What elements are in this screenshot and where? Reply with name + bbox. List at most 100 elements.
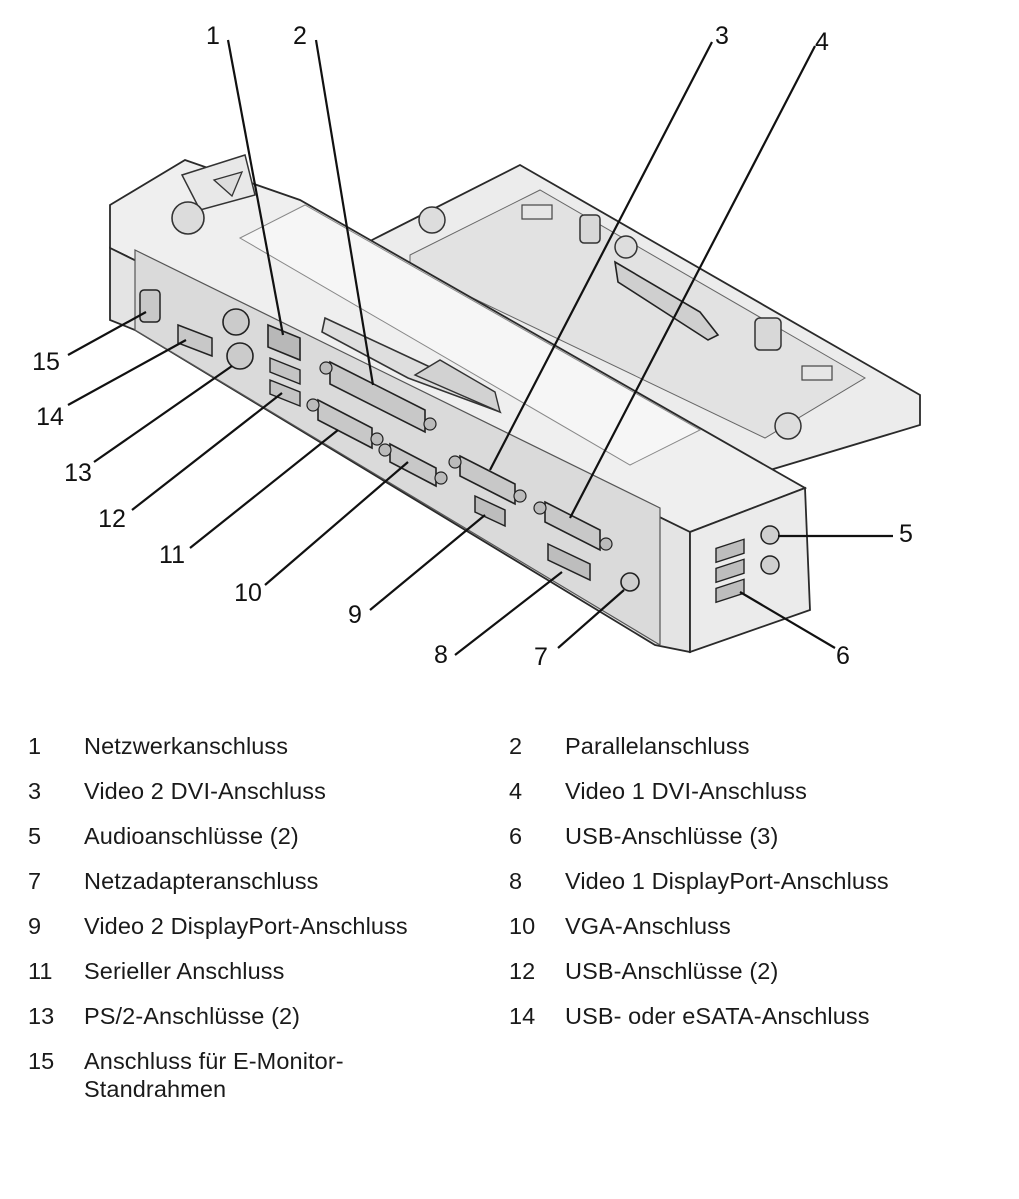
leader-line [557,589,625,649]
monitor-stand-port-icon [139,289,161,323]
callout-number: 13 [64,459,92,487]
eject-icon [212,171,244,198]
callout-number: 5 [899,520,913,548]
screw-icon [319,361,333,375]
screw-icon [423,417,437,431]
alignment-post [774,412,802,440]
usb-port-icon [715,558,745,584]
ps2-port-icon [226,342,254,370]
callout-number: 3 [715,22,729,50]
screw-icon [370,432,384,446]
legend-number: 9 [28,913,42,939]
legend-number: 13 [28,1003,55,1029]
power-jack-icon [620,572,640,592]
legend-label: Video 1 DisplayPort-Anschluss [565,868,889,894]
leader-line [67,339,187,406]
station-side-face [689,486,811,654]
leader-line [264,461,409,586]
leader-line [569,45,816,519]
audio-jack-icon [760,555,780,575]
alignment-post [418,206,446,234]
callout-number: 1 [206,22,220,50]
usb-port-icon [715,538,745,564]
screw-icon [513,489,527,503]
legend-label: Video 2 DisplayPort-Anschluss [84,913,408,939]
usb-port-icon [715,578,745,604]
legend-label: Audioanschlüsse (2) [84,823,299,849]
displayport-icon [547,542,591,582]
audio-jack-icon [760,525,780,545]
legend-label: Video 1 DVI-Anschluss [565,778,808,804]
slot-marker [801,365,833,381]
dvi-port-icon [544,500,601,552]
dvi-port-icon [459,454,516,506]
release-lever-grip [413,359,502,414]
legend-number: 6 [509,823,523,849]
legend-label: Video 2 DVI-Anschluss [84,778,327,804]
port-legend: 1 Netzwerkanschluss 2 Parallelanschluss … [0,724,1019,1144]
alignment-post [614,235,638,259]
legend-number: 14 [509,1003,536,1029]
legend-number: 12 [509,958,536,984]
screw-icon [306,398,320,412]
callout-number: 11 [159,541,185,569]
callout-number: 9 [348,601,362,629]
callout-number: 4 [815,28,829,56]
leader-line [189,429,339,549]
legend-label: Netzwerkanschluss [84,733,289,759]
legend-label: Parallelanschluss [565,733,750,759]
screw-icon [533,501,547,515]
leader-line [314,39,375,386]
latch [579,214,601,244]
usb-port-icon [269,356,301,386]
legend-number: 8 [509,868,523,894]
legend-number: 7 [28,868,42,894]
legend-number: 11 [28,958,53,984]
callout-number: 6 [836,642,850,670]
legend-label: USB-Anschlüsse (3) [565,823,779,849]
power-button-icon [171,201,205,235]
dock-connector [613,260,720,341]
ps2-port-icon [222,308,250,336]
latch [754,317,782,351]
callout-number: 12 [98,505,126,533]
vga-port-icon [389,442,437,488]
legend-label: Netzadapteranschluss [84,868,319,894]
legend-number: 3 [28,778,42,804]
legend-number: 15 [28,1048,55,1074]
leader-line [369,514,486,611]
parallel-port-icon [329,360,426,434]
leader-line [226,39,285,336]
legend-number: 10 [509,913,536,939]
legend-label: VGA-Anschluss [565,913,731,939]
callout-number: 2 [293,22,307,50]
legend-label: Serieller Anschluss [84,958,285,984]
slot-marker [521,204,553,220]
displayport-icon [474,494,506,528]
network-port-icon [267,323,301,362]
legend-label: USB-Anschlüsse (2) [565,958,779,984]
leader-line [93,365,233,463]
legend-number: 2 [509,733,523,759]
callout-number: 8 [434,641,448,669]
serial-port-icon [317,398,373,450]
callout-number: 14 [36,403,64,431]
screw-icon [448,455,462,469]
legend-number: 5 [28,823,42,849]
leader-line [67,311,147,356]
screw-icon [378,443,392,457]
leader-line [131,392,283,511]
leader-line [739,591,836,649]
screw-icon [434,471,448,485]
usb-esata-port-icon [177,323,213,358]
callout-number: 7 [534,643,548,671]
usb-port-icon [269,378,301,408]
legend-label: Anschluss für E-Monitor-Standrahmen [84,1048,344,1102]
screw-icon [599,537,613,551]
leader-line [489,41,713,471]
callout-number: 10 [234,579,262,607]
leader-line [454,571,563,656]
legend-number: 1 [28,733,42,759]
legend-label: USB- oder eSATA-Anschluss [565,1003,870,1029]
legend-number: 4 [509,778,523,804]
